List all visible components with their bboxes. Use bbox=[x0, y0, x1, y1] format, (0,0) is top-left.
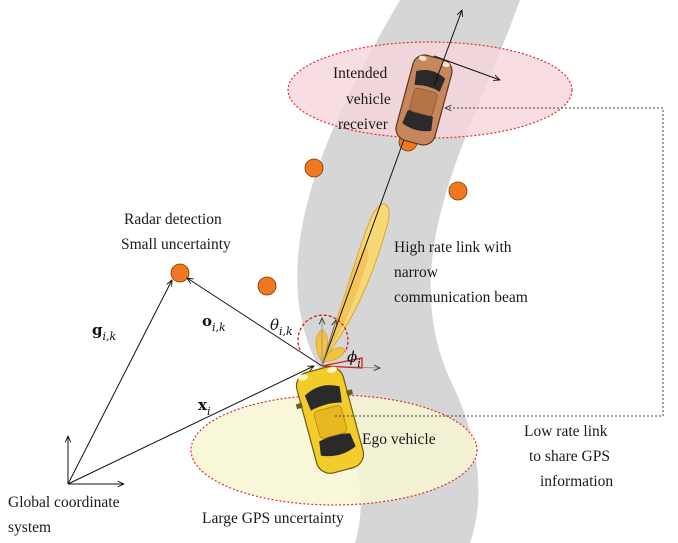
o-vector bbox=[187, 278, 323, 367]
global-axes bbox=[68, 436, 124, 484]
radar-label-line2: Small uncertainty bbox=[121, 236, 231, 253]
theta-label: θi,k bbox=[270, 316, 293, 338]
ego-vehicle-label: Ego vehicle bbox=[362, 431, 436, 448]
radar-detection-dot bbox=[304, 158, 324, 178]
theta-arc bbox=[297, 314, 349, 353]
phi-arc bbox=[321, 357, 363, 369]
receiver-heading-axis bbox=[433, 10, 462, 87]
lowrate-label-line3: information bbox=[540, 473, 613, 490]
ego-heading-axis bbox=[321, 320, 336, 367]
radar-detection-dot bbox=[257, 276, 277, 296]
lowrate-label-line1: Low rate link bbox=[524, 423, 608, 440]
receiver-side-axis bbox=[433, 55, 500, 80]
ego-car-icon bbox=[295, 366, 365, 474]
o-vector-label: oi,k bbox=[202, 312, 226, 334]
highrate-label-line3: communication beam bbox=[394, 289, 528, 306]
global-label-line2: system bbox=[8, 519, 51, 536]
intended-label-line3: receiver bbox=[338, 116, 389, 133]
intended-label-line2: vehicle bbox=[346, 91, 391, 108]
lowrate-label-line2: to share GPS bbox=[529, 448, 610, 465]
radar-detection-dot bbox=[170, 263, 190, 283]
highrate-label-line2: narrow bbox=[394, 264, 439, 281]
radar-detection-dot bbox=[448, 181, 468, 201]
x-vector-label: xi bbox=[198, 396, 210, 418]
x-vector bbox=[67, 366, 314, 485]
g-vector-label: gi,k bbox=[92, 321, 117, 343]
beam-direction-line bbox=[321, 134, 406, 367]
radar-label-line1: Radar detection bbox=[124, 211, 222, 228]
highrate-label-line1: High rate link with bbox=[394, 239, 512, 256]
low-rate-link-path bbox=[335, 108, 664, 417]
gps-uncertainty-label: Large GPS uncertainty bbox=[202, 510, 344, 527]
global-label-line1: Global coordinate bbox=[8, 494, 120, 511]
intended-label-line1: Intended bbox=[333, 65, 387, 82]
g-vector bbox=[67, 280, 172, 485]
phi-label: ϕi bbox=[347, 348, 361, 370]
